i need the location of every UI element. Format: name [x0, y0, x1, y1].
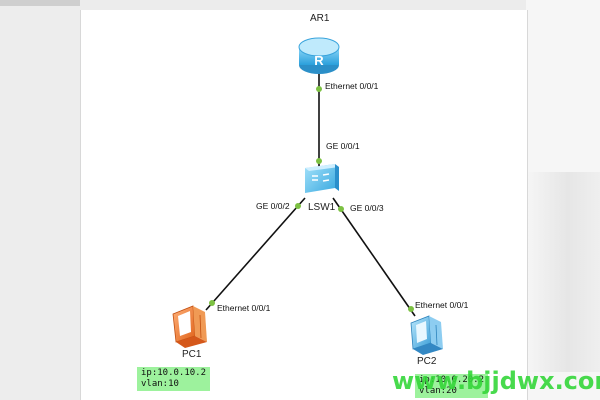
pc2-icon[interactable] — [410, 315, 443, 355]
port-label-ar1: Ethernet 0/0/1 — [325, 81, 379, 91]
port-dot-lsw1-right — [338, 206, 344, 212]
pc2-label: PC2 — [417, 356, 437, 367]
pc1-note: ip:10.0.10.2 vlan:10 — [137, 367, 211, 391]
router-icon[interactable]: R — [298, 37, 340, 74]
port-dot-lsw1-up — [316, 158, 322, 164]
port-dot-pc1 — [209, 300, 215, 306]
router-label: AR1 — [310, 13, 330, 24]
port-label-pc1: Ethernet 0/0/1 — [217, 303, 271, 313]
port-label-lsw1-left: GE 0/0/2 — [256, 201, 290, 211]
link-lsw1-pc1[interactable] — [205, 197, 306, 311]
switch-icon[interactable] — [305, 164, 339, 193]
left-panel-header — [0, 0, 80, 6]
pc2-note: ip:10.0.20.2 vlan:20 — [415, 374, 489, 398]
port-label-pc2: Ethernet 0/0/1 — [415, 300, 469, 310]
link-lsw1-pc2[interactable] — [332, 197, 416, 317]
port-label-lsw1-up: GE 0/0/1 — [326, 141, 360, 151]
right-panel-highlight — [520, 172, 600, 372]
port-dot-ar1 — [316, 86, 322, 92]
pc1-label: PC1 — [182, 349, 202, 360]
canvas-top-bar — [80, 0, 526, 10]
router-glyph: R — [314, 53, 324, 68]
topology-canvas[interactable]: R AR1 LSW1 PC1 PC2 Ethernet — [80, 10, 528, 400]
topology-drawing: R — [172, 37, 443, 355]
port-dot-lsw1-left — [295, 203, 301, 209]
watermark-text: www.bjjdwx.com — [392, 367, 600, 395]
pc1-icon[interactable] — [172, 305, 207, 348]
switch-label: LSW1 — [308, 202, 336, 213]
left-panel — [0, 0, 80, 400]
port-dot-pc2 — [408, 306, 414, 312]
port-label-lsw1-right: GE 0/0/3 — [350, 203, 384, 213]
